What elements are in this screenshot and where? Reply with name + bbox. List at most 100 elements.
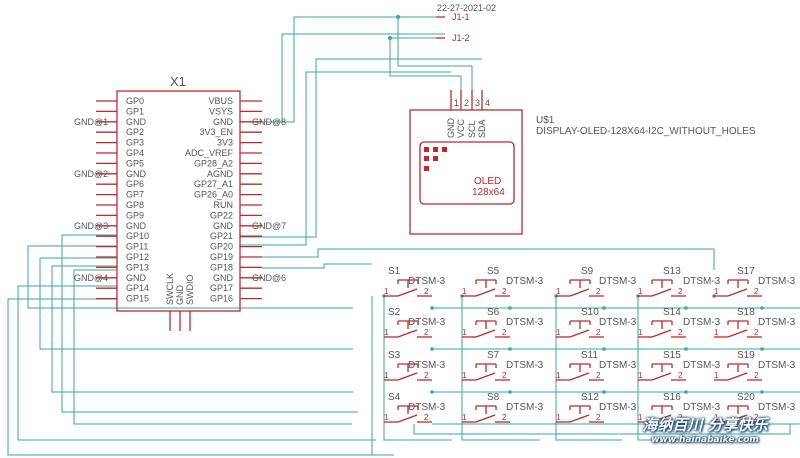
switch-name: S3	[388, 350, 401, 361]
switch-pin2: 2	[424, 328, 429, 337]
switch-name: S7	[487, 350, 500, 361]
switch-pin1: 1	[462, 328, 467, 337]
switch-pin2: 2	[754, 371, 759, 380]
pico-left-pin-label: GP2	[126, 127, 144, 137]
switch-type: DTSM-3	[599, 402, 637, 413]
pico-left-pin-label: GP9	[126, 210, 144, 220]
switch-type: DTSM-3	[758, 402, 796, 413]
pico-right-pin-label: VBUS	[208, 96, 233, 106]
switch-name: S19	[737, 350, 755, 361]
switch-pin1: 1	[384, 371, 389, 380]
pico-right-pins: VBUSVSYSGND3V3_EN3V3ADC_VREFGP28_A2AGNDG…	[185, 96, 286, 304]
wire	[39, 257, 353, 350]
switch-type: DTSM-3	[683, 317, 721, 328]
pico-right-pin-label: GP26_A0	[194, 190, 233, 200]
pico-gnd-label-left: GND@4	[74, 273, 108, 283]
switch-type: DTSM-3	[683, 360, 721, 371]
switch-blade	[651, 329, 672, 338]
wire	[413, 424, 791, 435]
pico-right-pin-label: GP20	[210, 242, 233, 252]
switch-pin2: 2	[754, 328, 759, 337]
wire	[461, 296, 540, 441]
pico-gnd-label-right: GND@7	[252, 221, 286, 231]
switch-blade	[569, 372, 590, 381]
switch-pin2: 2	[502, 328, 507, 337]
wire	[240, 58, 482, 238]
oled-part-name: DISPLAY-OLED-128X64-I2C_WITHOUT_HOLES	[536, 126, 756, 137]
switch-blade	[651, 372, 672, 381]
switch-type: DTSM-3	[506, 360, 544, 371]
wire	[73, 269, 352, 425]
pico-left-pin-label: GP7	[126, 190, 144, 200]
wire	[51, 265, 353, 393]
switch-pin1: 1	[714, 287, 719, 296]
switch-pin1: 1	[638, 371, 643, 380]
junction-dot	[602, 347, 606, 351]
pico-left-pin-label: GND	[126, 117, 147, 127]
wire	[397, 17, 473, 90]
switch-pin1: 1	[462, 413, 467, 422]
switch-type: DTSM-3	[408, 317, 446, 328]
connector-j1: 22-27-2021-02 J1-1 J1-2	[388, 3, 496, 43]
switch-type: DTSM-3	[599, 360, 637, 371]
switch-blade	[397, 329, 418, 338]
switch-pin2: 2	[596, 328, 601, 337]
switch-pin1: 1	[556, 328, 561, 337]
switch-pin2: 2	[502, 371, 507, 380]
junction-dot	[760, 347, 764, 351]
pico-right-pin-label: VSYS	[209, 106, 233, 116]
switch-blade	[475, 372, 496, 381]
connector-j1-1-label: J1-1	[452, 12, 470, 22]
switch-blade	[475, 288, 496, 297]
pico-right-pin-label: GP27_A1	[194, 179, 233, 189]
oled-pin-number: 1	[454, 98, 459, 108]
wire	[262, 16, 398, 123]
switch-pin2: 2	[424, 287, 429, 296]
pico-left-pin-label: GP3	[126, 138, 144, 148]
wire	[637, 296, 700, 441]
wire	[371, 296, 394, 456]
switch-name: S18	[737, 307, 755, 318]
switch-pin2: 2	[596, 287, 601, 296]
switch-name: S14	[663, 307, 681, 318]
switch-pin1: 1	[714, 328, 719, 337]
junction-dot	[388, 36, 392, 40]
pico-left-pin-label: GND	[126, 221, 147, 231]
switch-pin1: 1	[462, 287, 467, 296]
switch-pin1: 1	[384, 287, 389, 296]
pico-left-pin-label: GP13	[126, 262, 149, 272]
switch-type: DTSM-3	[683, 276, 721, 287]
oled-outline	[409, 109, 523, 235]
switch-name: S1	[388, 266, 401, 277]
switch-type: DTSM-3	[408, 402, 446, 413]
switch-blade	[569, 288, 590, 297]
pico-left-pin-label: GND	[126, 169, 147, 179]
wire	[262, 248, 715, 270]
pico-left-pin-label: GP15	[126, 294, 149, 304]
wire	[389, 38, 462, 90]
pico-bottom-pin-label: SWDIO	[185, 275, 195, 306]
switch-name: S16	[663, 392, 681, 403]
oled-pin-number: 3	[475, 98, 480, 108]
switch-pin2: 2	[596, 413, 601, 422]
pico-right-pin-label: GP21	[210, 231, 233, 241]
connector-j1-2-label: J1-2	[452, 33, 470, 43]
watermark-url: www.hainabaike.com	[651, 435, 759, 445]
switch-pin2: 2	[678, 371, 683, 380]
wire	[61, 234, 358, 413]
pico-right-pin-label: 3V3	[217, 138, 233, 148]
switch-blade	[475, 414, 496, 423]
pico-left-pin-label: GP8	[126, 200, 144, 210]
oled-label-line1: OLED	[474, 176, 501, 187]
switch-name: S12	[581, 392, 599, 403]
junction-dot	[430, 347, 434, 351]
switch-pin1: 1	[462, 371, 467, 380]
pico-right-pin-label: GP18	[210, 262, 233, 272]
